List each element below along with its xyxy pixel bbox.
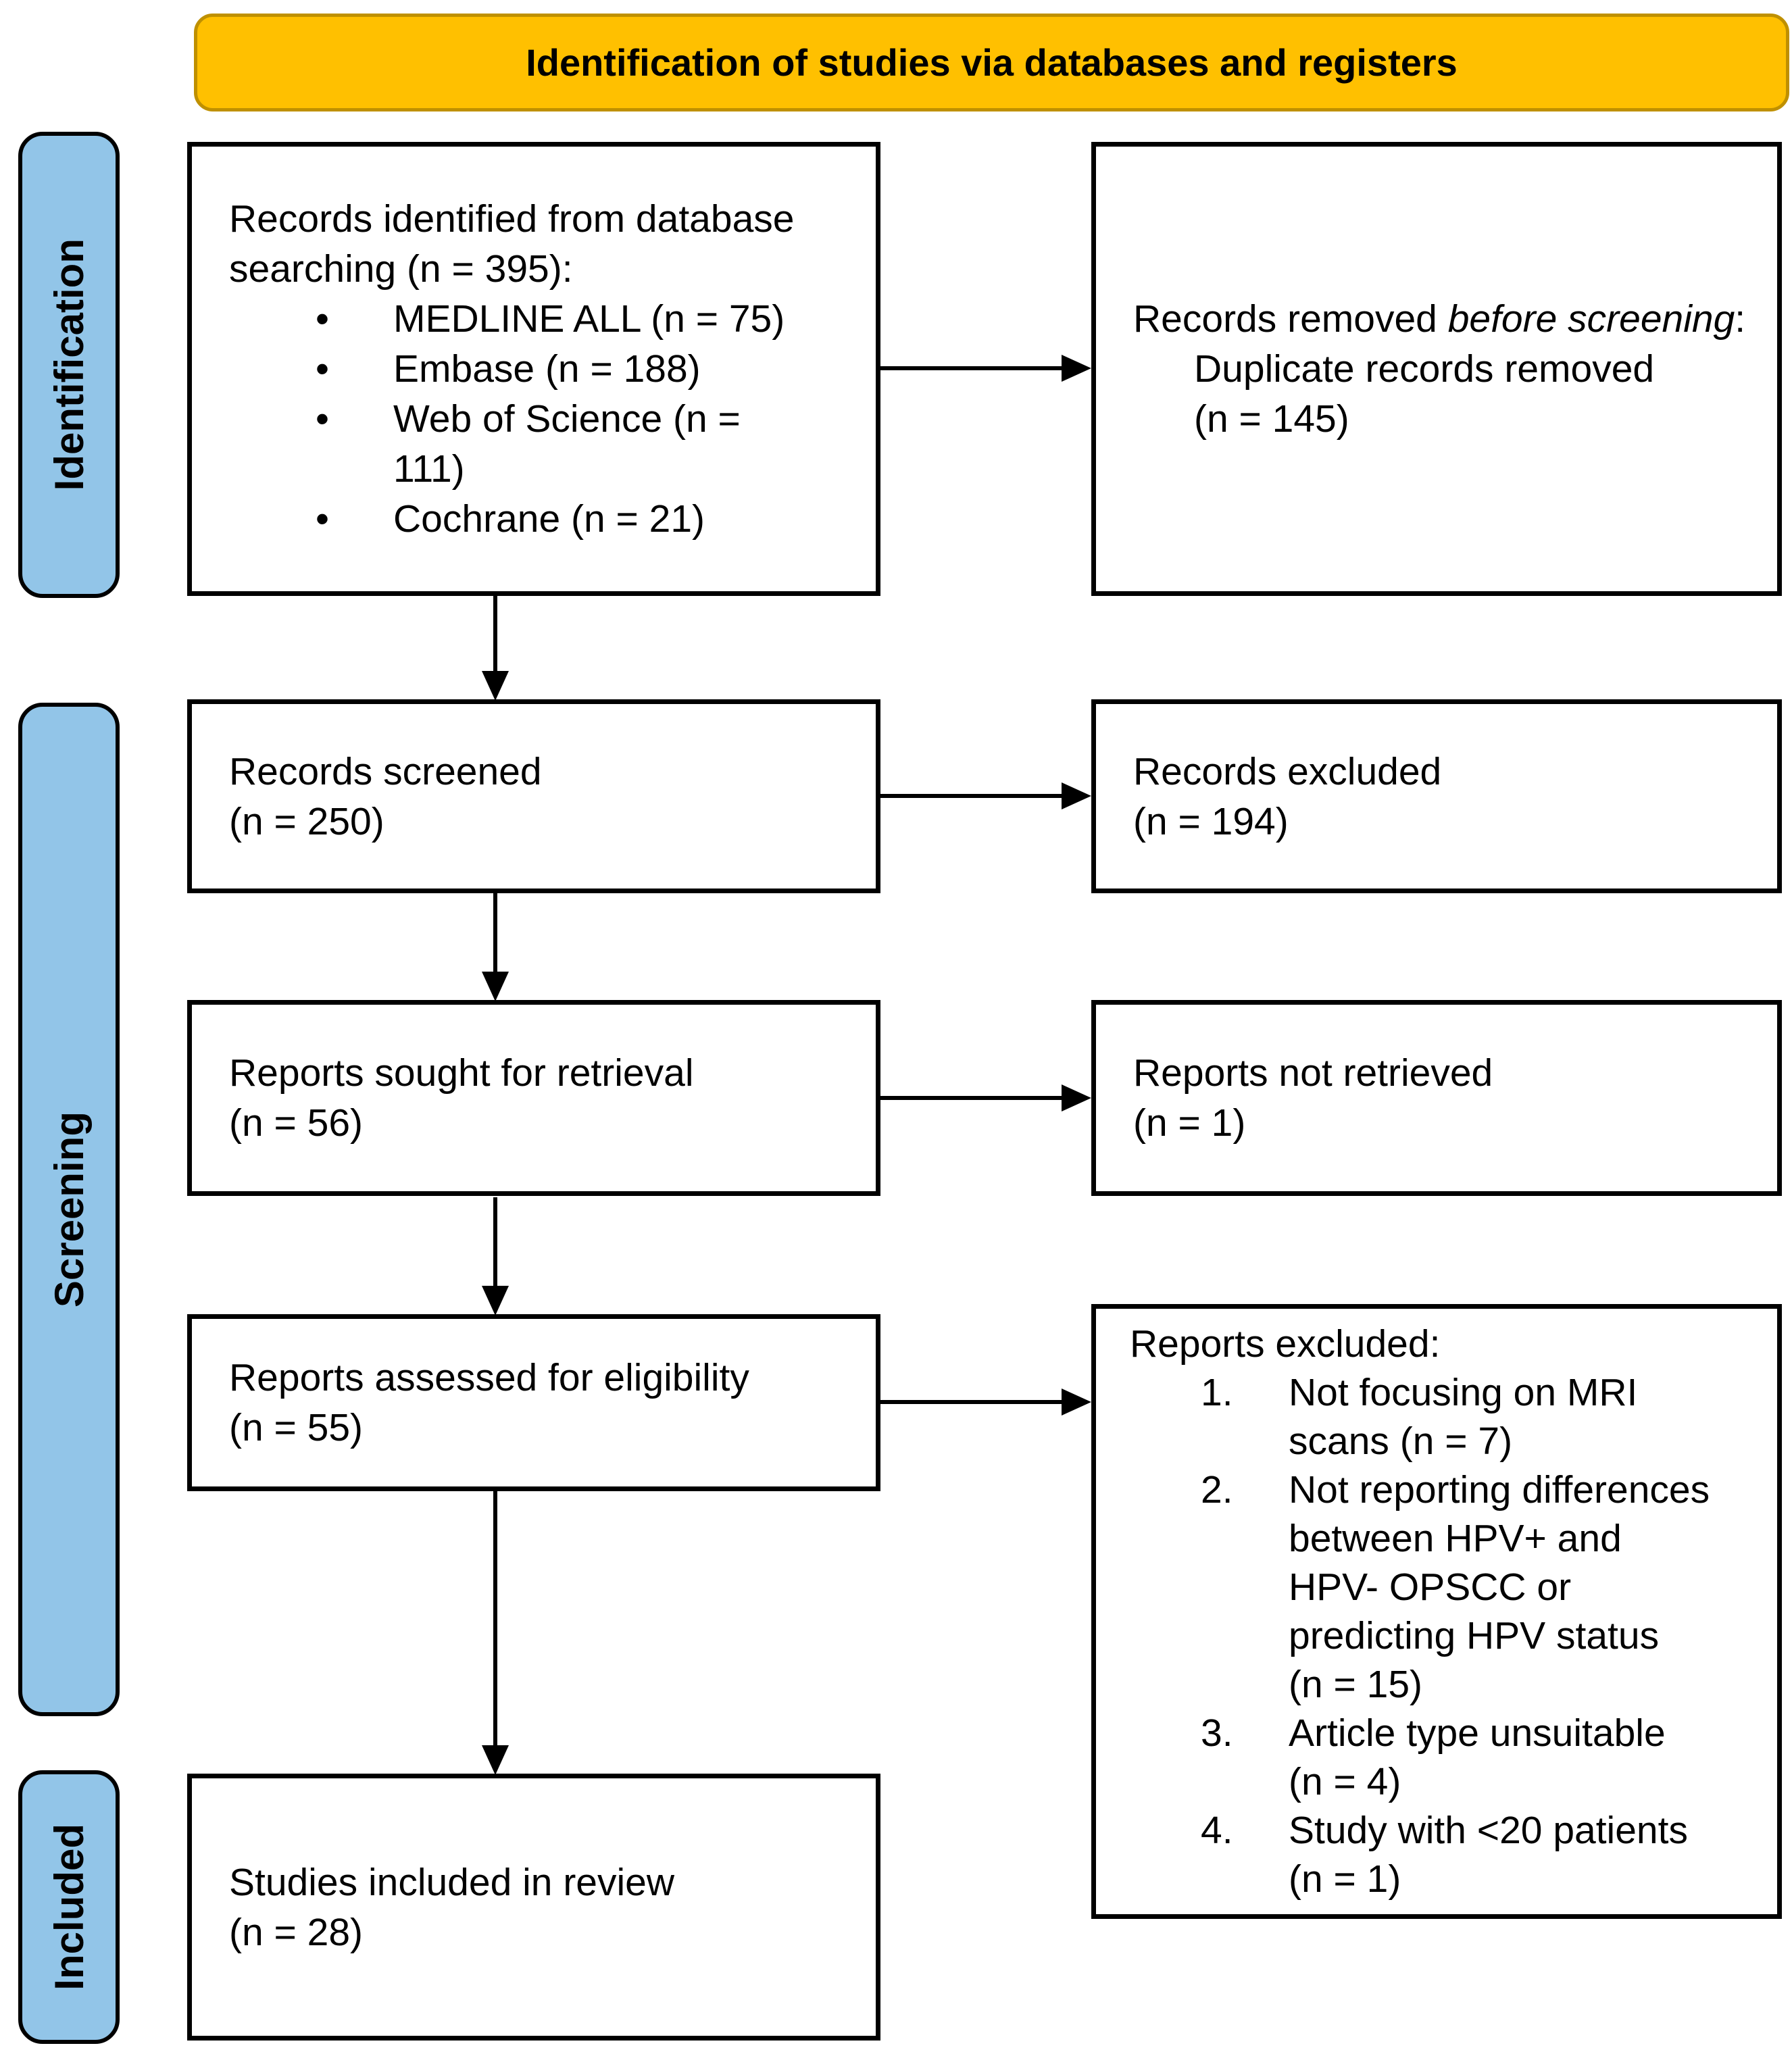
records-identified-intro: Records identified from database searchi… <box>229 197 795 291</box>
box-records-identified: Records identified from database searchi… <box>187 142 880 596</box>
studies-included-text: Studies included in review (n = 28) <box>229 1860 675 1954</box>
box-reports-excluded: Reports excluded: Not focusing on MRI sc… <box>1091 1304 1782 1919</box>
arrow-sought-to-not-retrieved <box>878 1084 1091 1111</box>
stage-label-included-text: Included <box>46 1824 92 1991</box>
records-removed-heading: Records removed before screening: <box>1133 294 1757 344</box>
box-records-screened: Records screened (n = 250) <box>187 699 880 893</box>
box-reports-sought: Reports sought for retrieval (n = 56) <box>187 1000 880 1196</box>
exclusion-reason-item: Article type unsuitable (n = 4) <box>1201 1709 1666 1803</box>
database-source-item: Embase (n = 188) <box>229 344 855 394</box>
arrow-screened-to-sought <box>482 893 509 1001</box>
stage-label-screening-text: Screening <box>46 1111 92 1308</box>
box-records-excluded: Records excluded (n = 194) <box>1091 699 1782 893</box>
exclusion-reason-item: Not reporting differences between HPV+ a… <box>1201 1466 1710 1706</box>
records-removed-suffix: : <box>1735 297 1746 341</box>
duplicate-records-removed: Duplicate records removed (n = 145) <box>1194 347 1655 441</box>
records-excluded-text: Records excluded (n = 194) <box>1133 749 1442 843</box>
arrow-assessed-to-included <box>482 1491 509 1775</box>
stage-label-screening: Screening <box>18 703 120 1716</box>
arrow-sought-to-assessed <box>482 1197 509 1316</box>
database-source-list: MEDLINE ALL (n = 75) Embase (n = 188) We… <box>229 294 855 544</box>
box-records-removed-before-screening: Records removed before screening: Duplic… <box>1091 142 1782 596</box>
database-source-item: Web of Science (n = 111) <box>229 394 855 494</box>
arrow-screened-to-excluded <box>878 782 1091 809</box>
reports-excluded-heading: Reports excluded: <box>1130 1322 1441 1366</box>
exclusion-reason-item: Study with <20 patients (n = 1) <box>1201 1806 1688 1901</box>
exclusion-reason-item: Not focusing on MRI scans (n = 7) <box>1201 1368 1638 1463</box>
records-screened-text: Records screened (n = 250) <box>229 749 542 843</box>
box-studies-included: Studies included in review (n = 28) <box>187 1774 880 2041</box>
stage-label-identification: Identification <box>18 132 120 598</box>
box-reports-assessed: Reports assessed for eligibility (n = 55… <box>187 1314 880 1491</box>
records-removed-prefix: Records removed <box>1133 297 1448 341</box>
diagram-title-banner: Identification of studies via databases … <box>194 14 1789 111</box>
reports-sought-text: Reports sought for retrieval (n = 56) <box>229 1051 694 1145</box>
arrow-identified-to-removed <box>878 355 1091 382</box>
reports-assessed-text: Reports assessed for eligibility (n = 55… <box>229 1356 749 1449</box>
box-reports-not-retrieved: Reports not retrieved (n = 1) <box>1091 1000 1782 1196</box>
stage-label-identification-text: Identification <box>46 239 92 491</box>
database-source-item: MEDLINE ALL (n = 75) <box>229 294 855 344</box>
reports-not-retrieved-text: Reports not retrieved (n = 1) <box>1133 1051 1493 1145</box>
records-removed-italic: before screening <box>1447 297 1735 341</box>
database-source-item: Cochrane (n = 21) <box>229 494 855 544</box>
stage-label-included: Included <box>18 1770 120 2044</box>
arrow-assessed-to-reports-excluded <box>878 1388 1091 1416</box>
diagram-title: Identification of studies via databases … <box>526 41 1458 84</box>
arrow-identified-to-screened <box>482 596 509 701</box>
exclusion-reason-list: Not focusing on MRI scans (n = 7) Not re… <box>1130 1368 1757 1903</box>
